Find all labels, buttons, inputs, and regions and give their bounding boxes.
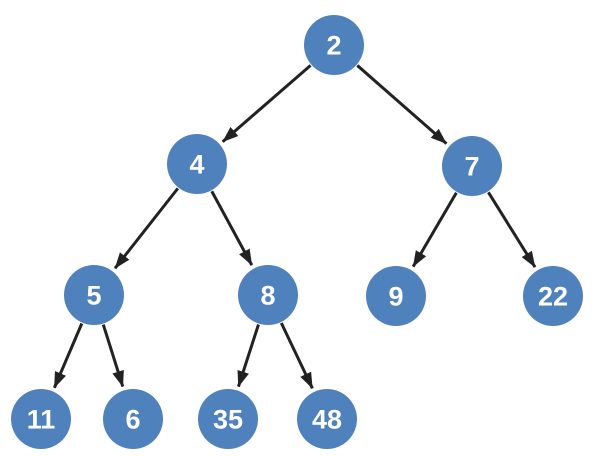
node-label-35: 35 — [213, 405, 243, 435]
tree-node-8: 8 — [238, 265, 298, 325]
node-label-7: 7 — [464, 152, 479, 182]
tree-edge-8-to-48 — [279, 322, 314, 389]
node-circle-4 — [167, 134, 227, 194]
tree-node-7: 7 — [442, 136, 502, 196]
node-circle-7 — [442, 136, 502, 196]
nodes-layer: 2 4 7 5 8 9 22 11 6 35 48 — [11, 15, 583, 449]
tree-edge-7-to-9 — [411, 192, 458, 268]
node-circle-2 — [304, 15, 364, 75]
node-label-6: 6 — [125, 405, 140, 435]
tree-edge-7-to-22 — [487, 191, 537, 268]
node-label-8: 8 — [260, 281, 275, 311]
tree-node-6: 6 — [103, 389, 163, 449]
node-label-22: 22 — [538, 282, 568, 312]
node-circle-48 — [297, 389, 357, 449]
tree-edge-4-to-5 — [113, 187, 180, 270]
node-circle-11 — [11, 389, 71, 449]
tree-edge-5-to-6 — [101, 324, 125, 388]
node-label-2: 2 — [326, 31, 341, 61]
node-circle-9 — [366, 266, 426, 326]
node-label-9: 9 — [388, 282, 403, 312]
tree-node-22: 22 — [523, 266, 583, 326]
node-circle-8 — [238, 265, 298, 325]
node-label-48: 48 — [312, 405, 342, 435]
tree-node-5: 5 — [64, 265, 124, 325]
node-circle-6 — [103, 389, 163, 449]
node-label-4: 4 — [189, 150, 204, 180]
node-label-11: 11 — [27, 405, 56, 435]
node-circle-5 — [64, 265, 124, 325]
tree-edge-8-to-35 — [237, 324, 260, 388]
node-circle-22 — [523, 266, 583, 326]
tree-node-4: 4 — [167, 134, 227, 194]
tree-node-48: 48 — [297, 389, 357, 449]
node-circle-35 — [198, 389, 258, 449]
tree-edge-5-to-11 — [52, 322, 84, 389]
tree-node-2: 2 — [304, 15, 364, 75]
edges-layer — [52, 64, 537, 389]
tree-edge-2-to-4 — [221, 64, 312, 143]
tree-edge-4-to-8 — [210, 190, 254, 266]
node-label-5: 5 — [86, 281, 101, 311]
tree-node-9: 9 — [366, 266, 426, 326]
tree-node-35: 35 — [198, 389, 258, 449]
tree-edge-2-to-7 — [356, 64, 448, 145]
tree-node-11: 11 — [11, 389, 71, 449]
